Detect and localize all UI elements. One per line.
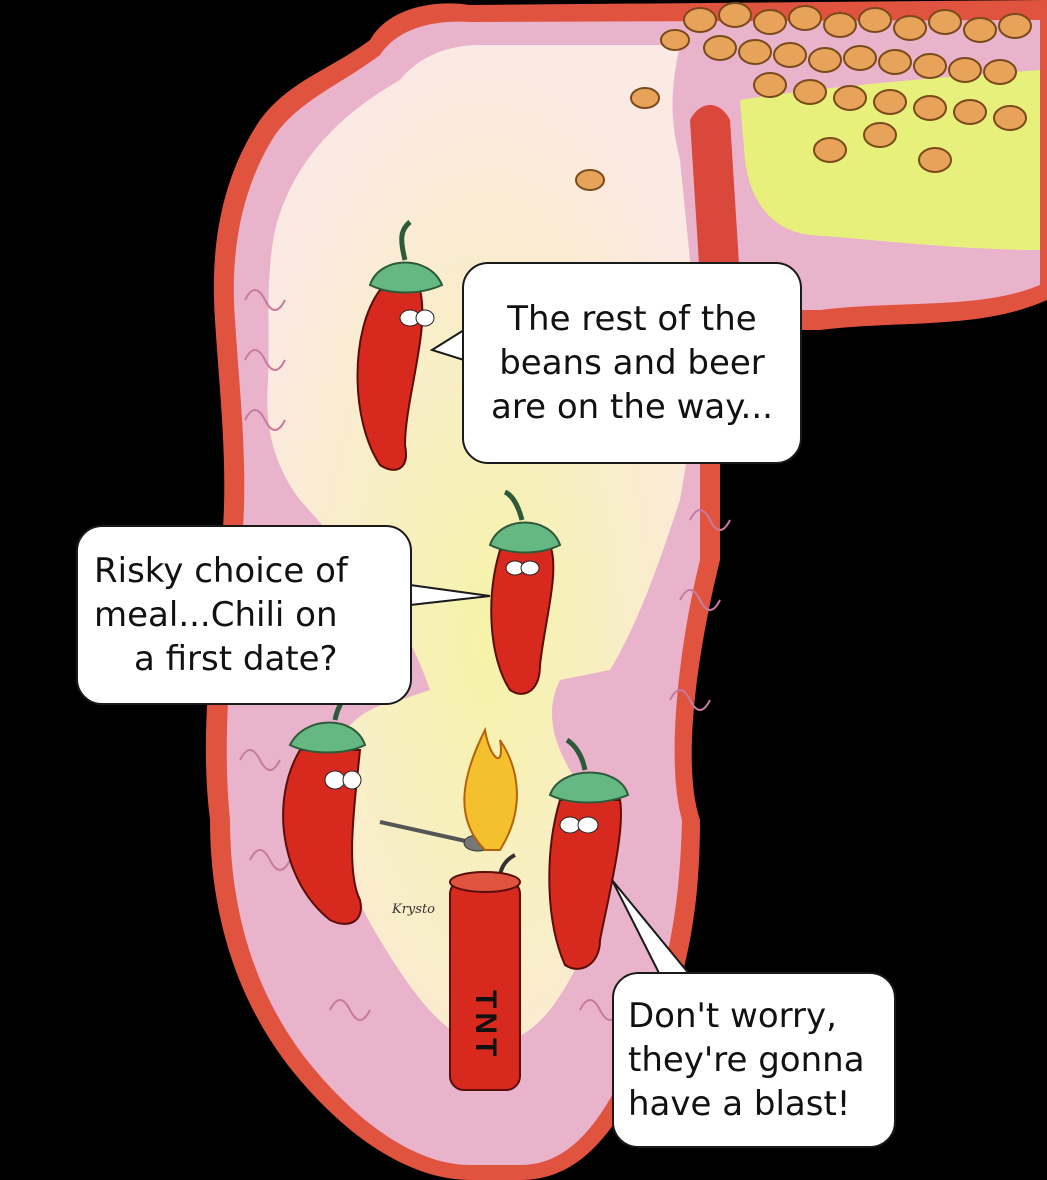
bubble-line: a first date? xyxy=(134,639,338,679)
speech-bubble-risky: Risky choice of meal...Chili on a first … xyxy=(76,525,412,705)
dynamite-stick xyxy=(449,853,521,1091)
bubble-line: The rest of the xyxy=(507,299,757,339)
bubble-line: they're gonna xyxy=(628,1040,865,1080)
chili-pepper-top xyxy=(356,220,444,471)
bubble-tail-blast xyxy=(611,879,691,976)
flame xyxy=(463,726,518,851)
inner-fold xyxy=(690,105,740,295)
chili-pepper-middle xyxy=(488,489,562,695)
dynamite-label: TNT xyxy=(469,989,502,1061)
chili-pepper-right xyxy=(548,737,630,970)
bubble-line: Risky choice of xyxy=(94,551,348,591)
bubble-line: beans and beer xyxy=(499,343,765,383)
bean-pile xyxy=(575,2,1032,191)
speech-bubble-beans: The rest of the beans and beer are on th… xyxy=(462,262,802,464)
bubble-line: are on the way... xyxy=(491,387,773,427)
mucosa-folds xyxy=(239,289,731,1021)
bubble-tail-beans xyxy=(429,329,465,361)
artist-signature: Krysto xyxy=(392,902,435,917)
bubble-line: have a blast! xyxy=(628,1084,851,1124)
bubble-line: Don't worry, xyxy=(628,996,837,1036)
speech-bubble-blast: Don't worry, they're gonna have a blast! xyxy=(612,972,896,1148)
bubble-tail-risky xyxy=(409,584,491,606)
bubble-line: meal...Chili on xyxy=(94,595,338,635)
chili-pepper-left xyxy=(282,687,493,925)
